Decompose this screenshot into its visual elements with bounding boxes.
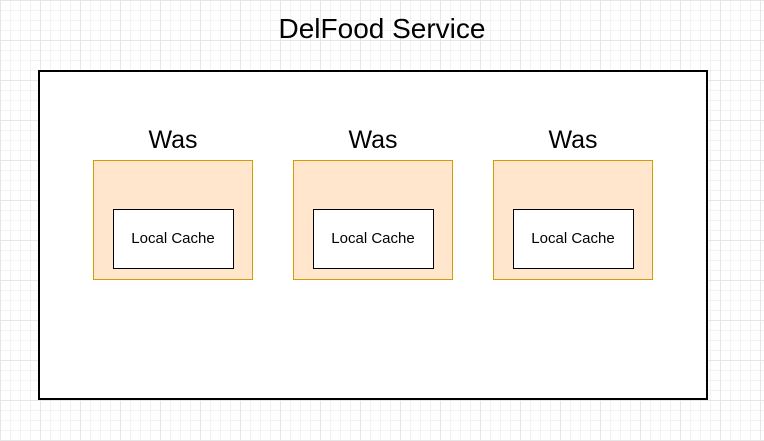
was-node-label: Was <box>548 126 598 154</box>
diagram-title: DelFood Service <box>278 13 486 44</box>
was-node-box[interactable]: Local Cache <box>293 160 453 280</box>
was-node-box[interactable]: Local Cache <box>93 160 253 280</box>
was-node-box[interactable]: Local Cache <box>493 160 653 280</box>
local-cache-box[interactable]: Local Cache <box>312 208 434 269</box>
was-node-label: Was <box>348 126 398 154</box>
was-node-label: Was <box>148 126 198 154</box>
local-cache-box[interactable]: Local Cache <box>112 208 234 269</box>
local-cache-box[interactable]: Local Cache <box>512 208 634 269</box>
